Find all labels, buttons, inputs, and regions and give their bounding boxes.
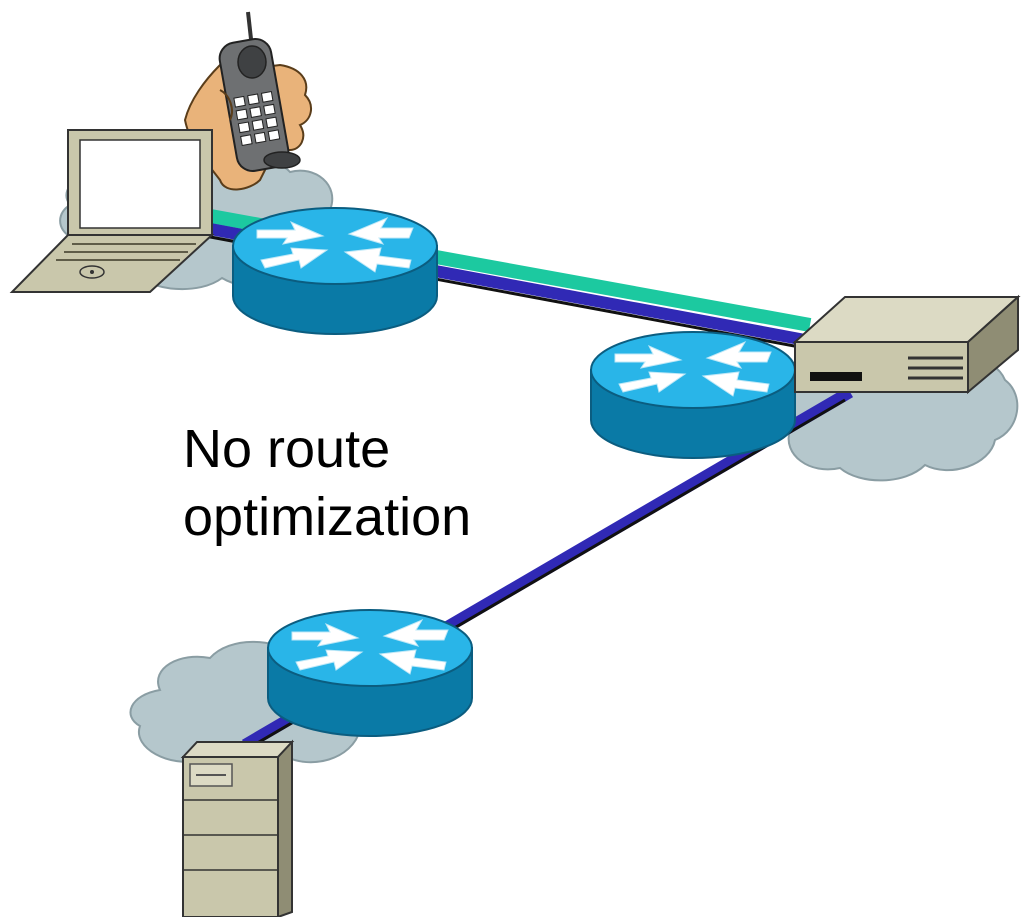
laptop-icon (9, 129, 215, 293)
access-switch-icon (792, 294, 1021, 395)
caption-line-2: optimization (183, 487, 472, 547)
diagram-caption: No route optimization (183, 415, 471, 551)
router-icon-bottom (267, 609, 473, 737)
router-icon-top (232, 207, 438, 335)
mobile-phone-icon (183, 11, 312, 191)
server-tower-icon (180, 739, 295, 917)
caption-line-1: No route (183, 419, 391, 479)
router-icon-middle (590, 331, 796, 459)
